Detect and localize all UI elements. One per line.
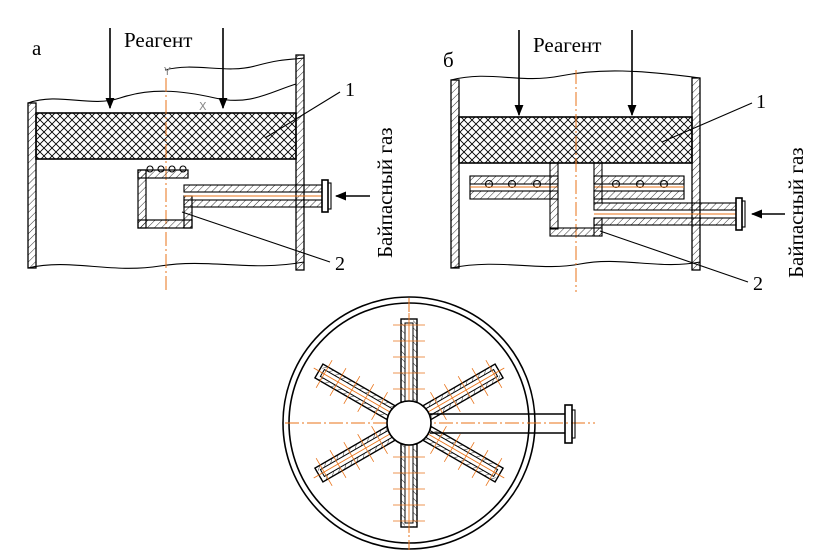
leader-2-a <box>181 211 331 263</box>
panel-b: б Реагент <box>443 30 808 295</box>
axis-glyph-y: Y <box>163 65 171 78</box>
break-line-bottom-a <box>27 261 305 269</box>
distributor-arm <box>421 425 505 487</box>
bypass-pipe-a <box>183 179 332 213</box>
distributor-arm <box>313 359 397 421</box>
panel-a-label: а <box>32 36 42 60</box>
distributor-arm <box>313 425 397 487</box>
distributor-arm <box>393 313 425 404</box>
break-line-top-a-2 <box>164 57 305 71</box>
break-line-bottom-b <box>450 260 701 269</box>
distributor-arm <box>393 442 425 533</box>
callout-2-b: 2 <box>753 273 763 295</box>
distributor-arms-plan <box>313 313 505 533</box>
callout-1-a: 1 <box>345 79 355 101</box>
central-hub <box>386 400 432 446</box>
panel-a: а Реагент Y X <box>27 28 397 292</box>
reagent-label-a: Реагент <box>124 28 192 52</box>
panel-b-label: б <box>443 48 454 72</box>
break-line-top-b <box>450 70 701 81</box>
bypass-pipe-b <box>593 197 746 231</box>
distributor-arm <box>421 359 505 421</box>
reagent-label-b: Реагент <box>533 33 601 57</box>
bypass-inlet-plan <box>430 404 576 444</box>
break-line-top-a <box>27 83 297 104</box>
callout-1-b: 1 <box>756 91 766 113</box>
distributor-a <box>137 165 193 229</box>
bypass-gas-label-a: Байпасный газ <box>373 127 397 258</box>
axis-glyph-x: X <box>199 100 207 113</box>
leader-2-b <box>599 230 749 283</box>
plan-view <box>282 296 595 550</box>
leader-1-b <box>661 102 753 143</box>
leader-1-a <box>264 91 341 139</box>
distributor-arms-b <box>469 175 685 200</box>
callout-2-a: 2 <box>335 253 345 275</box>
bypass-gas-label-b: Байпасный газ <box>784 147 808 278</box>
vessel-walls-b <box>450 77 701 271</box>
vessel-walls-a <box>27 54 305 271</box>
